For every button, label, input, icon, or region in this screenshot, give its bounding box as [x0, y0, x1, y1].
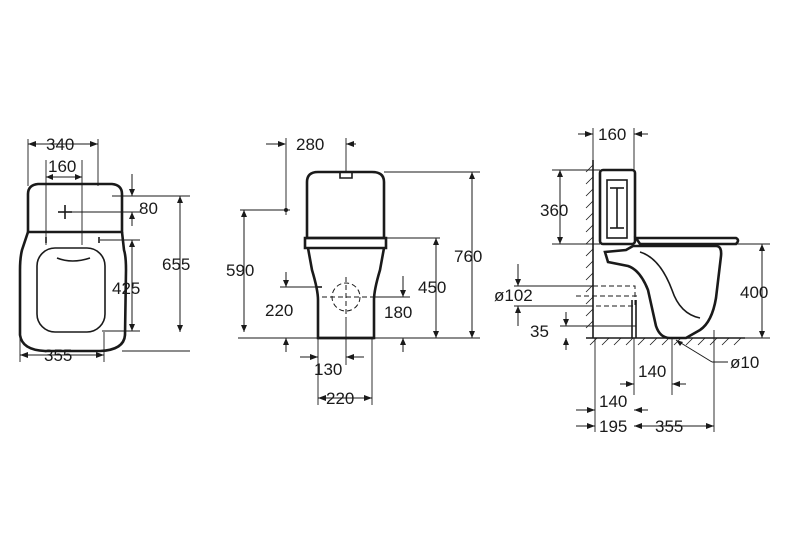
dim-160-side: 160	[598, 125, 626, 144]
front-view-cistern	[305, 170, 386, 240]
dim-140-upper: 140	[638, 362, 666, 381]
dim-340: 340	[46, 135, 74, 154]
side-view-bowl	[603, 244, 723, 340]
dim-195: 195	[599, 417, 627, 436]
top-view-bowl-outline	[18, 231, 128, 353]
dim-140-lower: 140	[599, 392, 627, 411]
dim-450: 450	[418, 278, 446, 297]
dim-360: 360	[540, 201, 568, 220]
top-view-seat-hinge	[56, 257, 91, 262]
top-view: 340 160 80 425 655	[18, 135, 190, 365]
side-view-floor-hatch	[589, 337, 742, 346]
dim-o10: ø10	[730, 353, 759, 372]
dim-590: 590	[226, 261, 254, 280]
front-view: 280 590 220 760 450	[226, 135, 482, 408]
dim-760: 760	[454, 247, 482, 266]
dim-180: 180	[384, 303, 412, 322]
dim-35: 35	[530, 322, 549, 341]
dim-280: 280	[296, 135, 324, 154]
dim-355-side-view: 355	[655, 417, 683, 436]
dim-220-front-width: 220	[326, 389, 354, 408]
dim-655: 655	[162, 255, 190, 274]
dim-130: 130	[314, 360, 342, 379]
top-view-cistern-outline	[26, 182, 124, 234]
dim-425: 425	[112, 279, 140, 298]
side-view-seat	[633, 236, 740, 246]
top-view-flush-button	[58, 205, 72, 219]
side-view: 160 360 ø102 35 400	[494, 125, 770, 436]
top-view-seat-outline	[36, 247, 106, 333]
side-view-flush-mechanism	[606, 179, 628, 239]
dim-355-top-view: 355	[44, 346, 72, 365]
dim-160-top: 160	[48, 157, 76, 176]
dim-220-front-height: 220	[265, 301, 293, 320]
dim-400: 400	[740, 283, 768, 302]
dim-80: 80	[139, 199, 158, 218]
side-view-wall-hatch	[585, 164, 594, 329]
side-view-cistern	[598, 168, 637, 246]
front-view-seat	[303, 236, 388, 250]
dim-o102: ø102	[494, 286, 533, 305]
